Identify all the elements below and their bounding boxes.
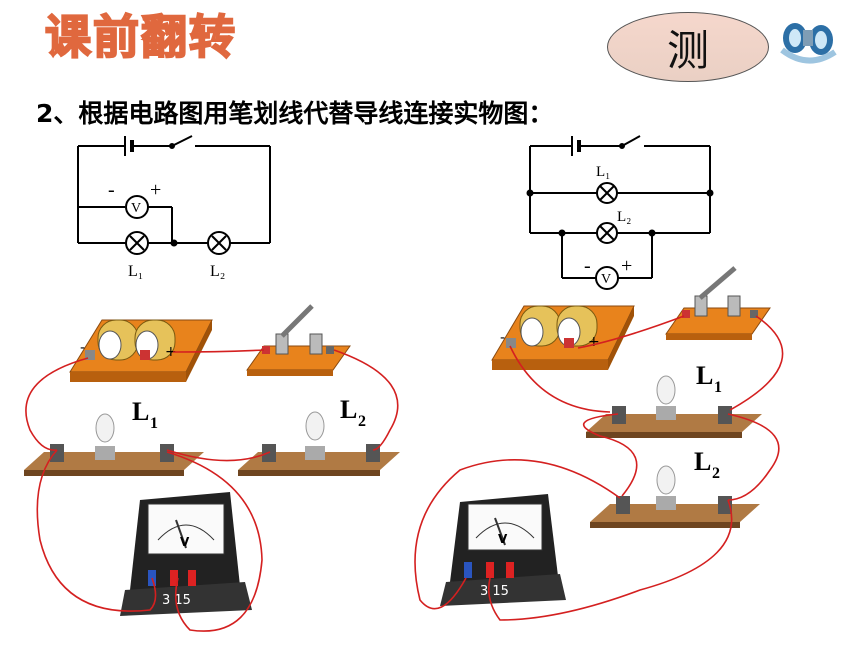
right-lamp2-label: L₂ xyxy=(617,209,631,225)
left-lamp1-label: L₁ xyxy=(128,263,143,280)
test-badge[interactable]: 测 xyxy=(607,12,769,82)
right-voltmeter xyxy=(440,494,566,606)
right-lamp1-base xyxy=(586,375,762,438)
right-photo-l1-sub: 1 xyxy=(714,379,722,396)
right-switch xyxy=(665,266,771,340)
right-battery-plus: + xyxy=(588,334,600,350)
right-meter-symbol: V xyxy=(601,272,611,287)
left-switch xyxy=(246,304,351,376)
right-photo-l2: L xyxy=(694,447,711,476)
right-photo-l2-sub: 2 xyxy=(712,465,720,482)
right-photo-l1: L xyxy=(696,361,713,390)
left-wires xyxy=(25,349,399,632)
left-schematic xyxy=(77,135,271,255)
left-photo-l2-sub: 2 xyxy=(358,413,366,430)
right-lamp1-label: L₁ xyxy=(596,164,610,180)
left-meter-symbol: V xyxy=(131,201,141,216)
left-photo-l1-sub: 1 xyxy=(150,415,158,432)
left-photo-l1: L xyxy=(132,397,149,426)
right-battery-holder xyxy=(491,305,635,370)
left-lamp2-label: L₂ xyxy=(210,263,225,280)
task-instruction: 2、根据电路图用笔划线代替导线连接实物图： xyxy=(36,99,554,128)
right-schematic xyxy=(526,135,714,290)
right-meter-minus: - xyxy=(584,255,591,277)
page-title: 课前翻转 xyxy=(44,10,237,64)
left-battery-plus: + xyxy=(165,344,177,360)
left-meter-face: V xyxy=(180,535,190,549)
right-lamp2-base xyxy=(590,465,760,528)
left-lamp1-base xyxy=(24,413,204,476)
right-battery-minus: - xyxy=(500,330,505,346)
badge-text: 测 xyxy=(666,25,709,75)
right-wires xyxy=(414,315,784,621)
right-meter-face: V xyxy=(498,532,508,546)
left-battery-minus: - xyxy=(80,340,85,356)
left-meter-plus: + xyxy=(150,179,161,201)
right-meter-plus: + xyxy=(621,255,632,277)
left-photo-l2: L xyxy=(340,395,357,424)
left-battery-holder xyxy=(69,319,213,382)
left-lamp2-base xyxy=(238,411,400,476)
left-meter-minus: - xyxy=(108,179,115,201)
right-meter-terminals: 3 15 xyxy=(480,584,509,599)
